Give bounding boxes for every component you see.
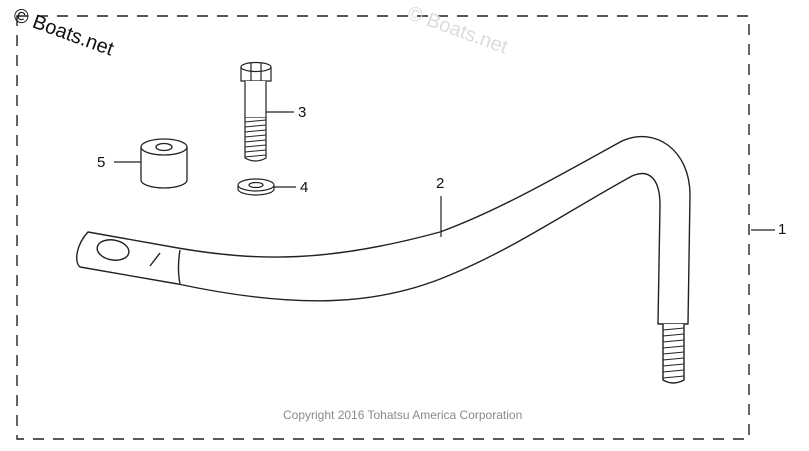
part-2-stay-rod bbox=[76, 135, 691, 384]
part-4-washer bbox=[237, 178, 275, 196]
callout-5: 5 bbox=[97, 154, 106, 171]
part-5-spacer-collar bbox=[140, 138, 188, 189]
callout-4: 4 bbox=[300, 179, 309, 196]
copyright-text: Copyright 2016 Tohatsu America Corporati… bbox=[283, 408, 523, 422]
leader-lines bbox=[114, 111, 775, 237]
callout-1: 1 bbox=[778, 221, 787, 238]
callout-2: 2 bbox=[436, 175, 445, 192]
part-3-bolt bbox=[240, 61, 272, 162]
callout-3: 3 bbox=[298, 104, 307, 121]
diagram-border bbox=[16, 15, 750, 440]
